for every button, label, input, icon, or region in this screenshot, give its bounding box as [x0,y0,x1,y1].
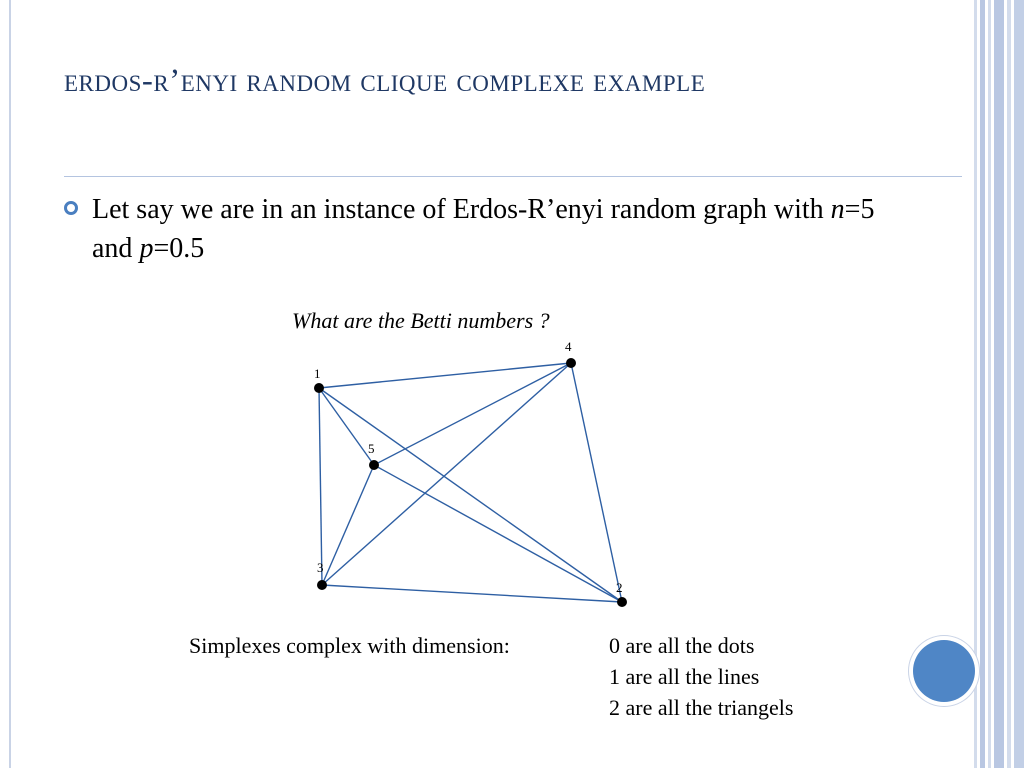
simplex-dim-1: 1 are all the lines [609,664,760,689]
n-value: =5 and [92,194,875,264]
edge-3-2 [321,584,623,603]
edge-1-3 [318,387,323,586]
right-decor-stripes [974,0,1024,768]
edge-1-4 [318,362,572,389]
p-value: =0.5 [153,233,205,264]
bullet-ring-icon [64,201,78,215]
edge-5-2 [373,464,623,603]
simplex-dim-0: 0 are all the dots [609,633,755,658]
node-label-5: 5 [368,441,375,456]
bullet-prefix: Let say we are in an instance of Erdos-R… [92,194,831,225]
simplex-list: 0 are all the dots 1 are all the lines 2… [609,630,793,723]
node-label-1: 1 [314,366,321,381]
node-2 [617,597,627,607]
var-n: n [830,194,845,225]
left-decor-rule [9,0,11,768]
betti-question: What are the Betti numbers ? [292,308,550,333]
node-1 [314,383,324,393]
title-divider [64,176,962,177]
bullet-item: Let say we are in an instance of Erdos-R… [64,190,884,268]
node-label-2: 2 [616,580,623,595]
simplex-description: Simplexes complex with dimension: 0 are … [189,630,793,720]
edge-4-2 [570,362,623,603]
slide-title: Erdos-R’enyi random clique complexe exam… [64,63,706,99]
decor-circle [913,640,975,702]
simplex-lead: Simplexes complex with dimension: [189,633,510,658]
node-label-3: 3 [317,560,324,575]
var-p: p [139,233,154,264]
node-4 [566,358,576,368]
node-3 [317,580,327,590]
node-label-4: 4 [565,339,572,354]
edge-1-5 [318,387,375,466]
node-5 [369,460,379,470]
edge-4-5 [373,362,572,466]
edge-4-3 [321,362,572,586]
bullet-text: Let say we are in an instance of Erdos-R… [92,190,884,268]
edge-1-2 [318,387,623,603]
simplex-dim-2: 2 are all the triangels [609,695,794,720]
edge-5-3 [321,464,375,586]
